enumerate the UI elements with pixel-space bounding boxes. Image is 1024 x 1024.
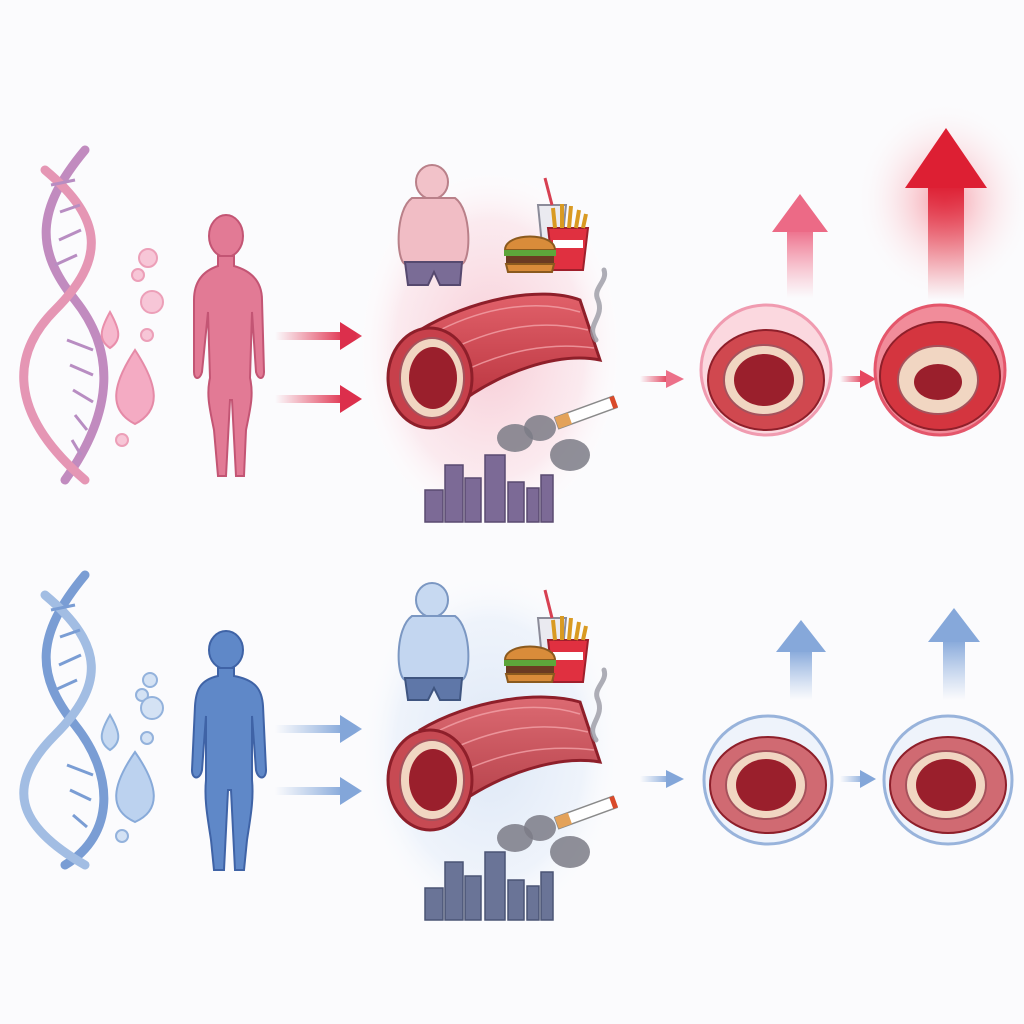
flow-arrows-2 — [275, 715, 362, 805]
dna-helix-icon — [19, 570, 109, 870]
progression-arrow-1 — [640, 370, 876, 388]
dna-helix-icon — [19, 145, 109, 485]
artery-cross-section-icon — [699, 303, 833, 437]
male-body-icon — [190, 630, 268, 871]
row-male — [19, 565, 1014, 935]
risk-up-arrow-icon — [855, 100, 1024, 300]
hormone-droplet-icon — [100, 672, 164, 843]
obesity-icon — [397, 582, 470, 701]
obesity-icon — [397, 164, 470, 286]
risk-up-arrow-icon — [928, 608, 980, 700]
fast-food-icon — [503, 589, 590, 683]
female-body-icon — [193, 214, 266, 477]
fast-food-icon — [503, 177, 590, 273]
risk-up-arrow-icon — [772, 194, 828, 298]
risk-up-arrow-icon — [776, 620, 826, 700]
artery-icon — [386, 695, 603, 832]
row-female — [19, 100, 1024, 535]
risk-factor-cluster — [355, 565, 625, 935]
flow-arrows-1 — [275, 322, 362, 413]
cigarette-icon — [553, 267, 619, 430]
cigarette-icon — [553, 667, 619, 830]
pollution-city-icon — [424, 415, 590, 523]
artery-cross-section-icon — [873, 303, 1007, 437]
artery-cross-section-icon — [882, 714, 1014, 846]
progression-arrow-2 — [640, 770, 876, 788]
risk-factor-cluster — [355, 164, 625, 535]
hormone-droplet-icon — [100, 248, 164, 447]
pollution-city-icon — [424, 815, 590, 921]
artery-cross-section-icon — [702, 714, 834, 846]
artery-icon — [386, 292, 603, 430]
